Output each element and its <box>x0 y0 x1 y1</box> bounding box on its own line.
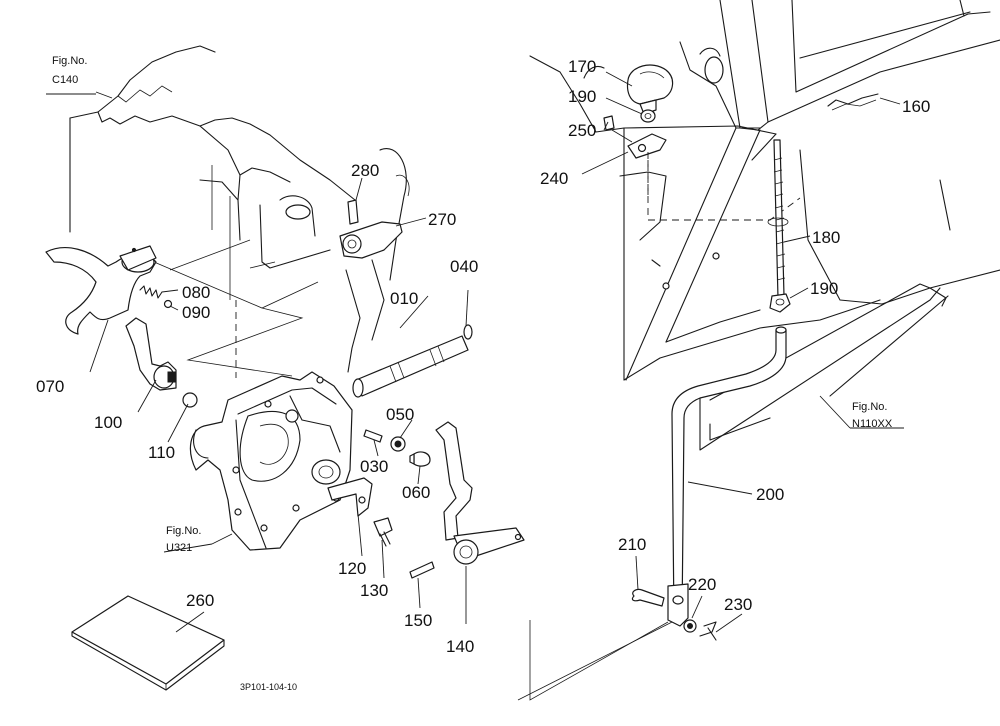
part-label-080: 080 <box>182 283 210 302</box>
part-label-180: 180 <box>812 228 840 247</box>
cable-160 <box>827 93 879 107</box>
part-label-190-upper: 190 <box>568 87 596 106</box>
part-label-250: 250 <box>568 121 596 140</box>
drawing-id: 3P101-104-10 <box>240 682 297 692</box>
cable-160-shadow <box>831 99 877 111</box>
shift-lever-part <box>409 421 525 579</box>
part-label-240: 240 <box>540 169 568 188</box>
fasteners-030-050-060 <box>363 429 431 467</box>
arm-shaft-part <box>125 317 177 391</box>
gear-case-part <box>189 371 353 551</box>
fig-ref-u321-heading: Fig.No. <box>166 525 201 537</box>
threaded-rod-180 <box>767 139 789 299</box>
part-label-210: 210 <box>618 535 646 554</box>
cabin-body-outline <box>517 0 1000 701</box>
fig-ref-u321-code: U321 <box>166 542 192 554</box>
rod-200 <box>667 326 787 627</box>
part-label-280: 280 <box>351 161 379 180</box>
o-ring-110 <box>182 392 198 408</box>
fig-ref-c140: Fig.No. C140 <box>52 55 87 86</box>
shift-fork-part <box>45 245 157 335</box>
part-label-200: 200 <box>756 485 784 504</box>
knob-assembly <box>603 64 674 200</box>
fig-ref-c140-heading: Fig.No. <box>52 55 87 67</box>
fig-ref-u321: Fig.No. U321 <box>166 525 201 554</box>
part-label-190-lower: 190 <box>810 279 838 298</box>
part-label-150: 150 <box>404 611 432 630</box>
part-label-060: 060 <box>402 483 430 502</box>
part-label-260: 260 <box>186 591 214 610</box>
part-label-270: 270 <box>428 210 456 229</box>
assembly-guide-lines <box>139 239 319 378</box>
part-label-030: 030 <box>360 457 388 476</box>
nut-190-lower <box>769 293 791 313</box>
fig-ref-c140-code: C140 <box>52 74 78 86</box>
part-label-140: 140 <box>446 637 474 656</box>
leader-lines <box>46 71 904 633</box>
bracket-and-bolt <box>327 477 393 547</box>
part-label-070: 070 <box>36 377 64 396</box>
manual-booklet <box>71 595 225 691</box>
clevis-pin-parts <box>631 588 717 641</box>
pin-and-arm-270 <box>339 199 403 259</box>
part-label-050: 050 <box>386 405 414 424</box>
shift-shaft-part <box>352 335 469 398</box>
fig-ref-n110xx: Fig.No. N110XX <box>852 401 893 430</box>
o-ring-040 <box>463 324 473 340</box>
part-label-100: 100 <box>94 413 122 432</box>
part-label-010: 010 <box>390 289 418 308</box>
part-label-170: 170 <box>568 57 596 76</box>
part-label-160: 160 <box>902 97 930 116</box>
part-label-110: 110 <box>148 443 175 462</box>
part-label-220: 220 <box>688 575 716 594</box>
transmission-housing-outline <box>69 45 410 373</box>
spring-and-ball <box>139 285 173 309</box>
part-label-230: 230 <box>724 595 752 614</box>
part-label-090: 090 <box>182 303 210 322</box>
fig-ref-n110xx-code: N110XX <box>852 418 893 430</box>
part-label-120: 120 <box>338 559 366 578</box>
part-label-130: 130 <box>360 581 388 600</box>
part-label-040: 040 <box>450 257 478 276</box>
fig-ref-n110xx-heading: Fig.No. <box>852 401 887 413</box>
